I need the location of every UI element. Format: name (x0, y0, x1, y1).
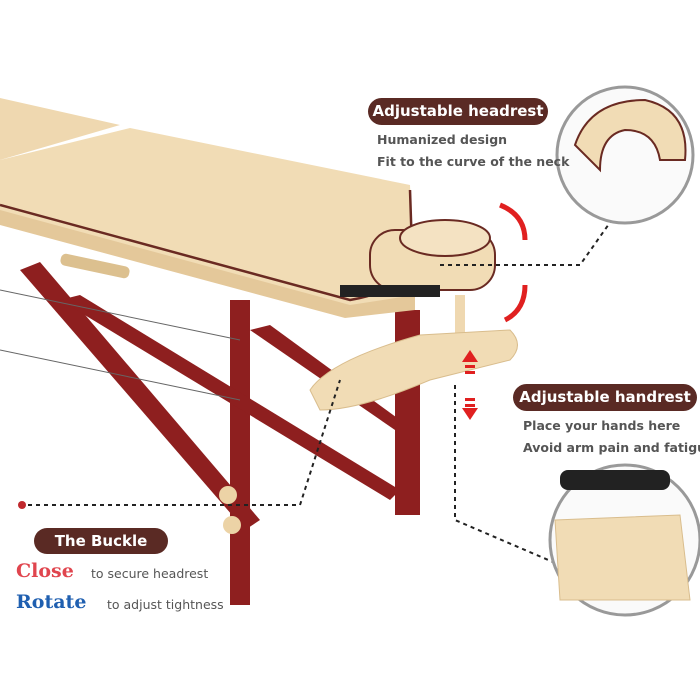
rotate-text: to adjust tightness (107, 597, 224, 612)
handrest-detail-circle (548, 463, 700, 617)
rotate-word: Rotate (16, 591, 87, 613)
close-text: to secure headrest (91, 566, 209, 581)
handrest-line-1: Place your hands here (523, 418, 681, 433)
headrest (340, 219, 496, 355)
headrest-line-1: Humanized design (377, 132, 508, 147)
handrest-title: Adjustable handrest (513, 384, 697, 411)
close-word: Close (16, 560, 74, 582)
up-down-arrows (462, 350, 478, 420)
handrest-line-2: Avoid arm pain and fatigue (523, 440, 700, 455)
table-top (0, 98, 415, 318)
rotate-arrows (498, 202, 528, 323)
headrest-line-2: Fit to the curve of the neck (377, 154, 570, 169)
headrest-title: Adjustable headrest (368, 98, 548, 125)
buckle-title: The Buckle (34, 528, 168, 554)
brand-logo: CIOBS (304, 327, 364, 353)
headrest-detail-circle (555, 85, 695, 225)
handrest (309, 329, 518, 411)
